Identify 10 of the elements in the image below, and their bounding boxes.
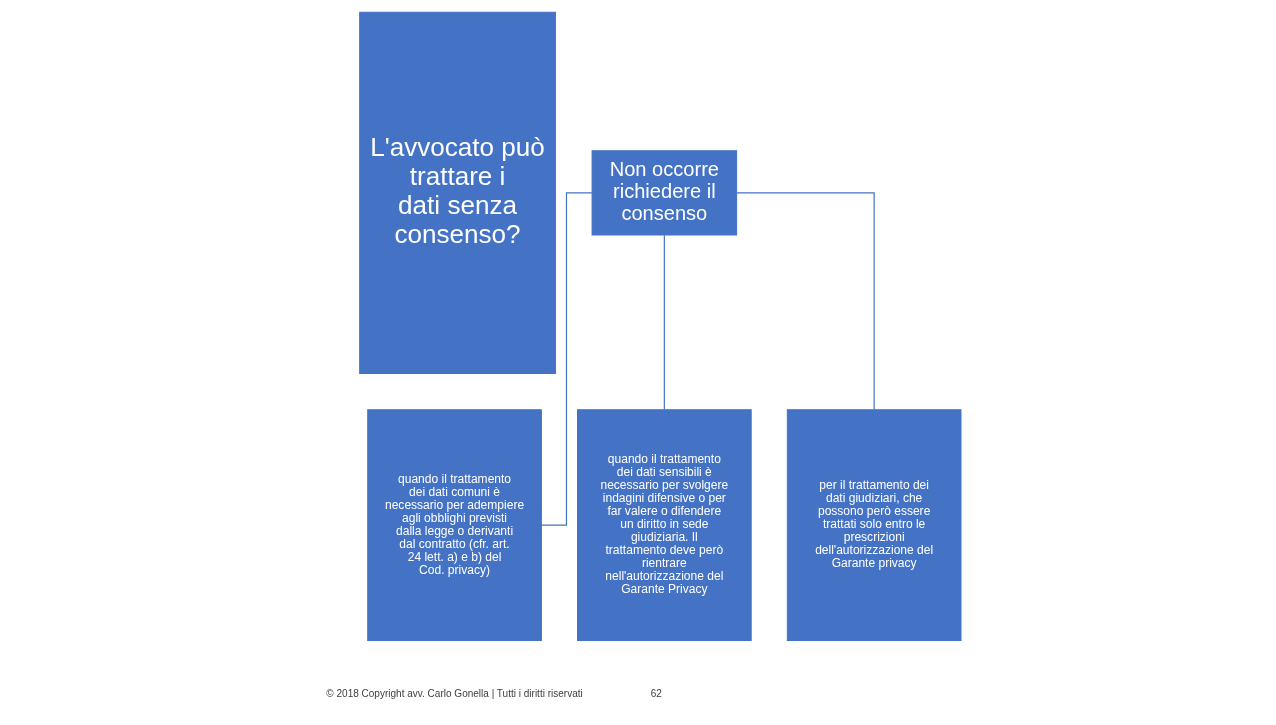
- node-box: per il trattamento dei dati giudiziari, che possono però essere trattati solo entro le prescrizioni dell'autorizzazione del Garante privacy: [786, 409, 961, 642]
- connector: [663, 234, 665, 411]
- node-box: L'avvocato può trattare i dati senza consenso?: [358, 11, 556, 375]
- label: © 2018 Copyright avv. Carlo Gonella | Tutti i diritti riservati: [325, 688, 583, 700]
- node-box: Non occorre richiedere il consenso: [591, 150, 737, 236]
- connector: [540, 192, 593, 526]
- label: 62: [650, 688, 662, 700]
- node-box: quando il trattamento dei dati comuni è necessario per adempiere agli obblighi previsti dalla legge o derivanti dal contratto (cfr. art. 24 lett. a) e b) del Cod. privacy): [366, 409, 542, 642]
- connector: [735, 192, 875, 410]
- node-box: quando il trattamento dei dati sensibili è necessario per svolgere indagini difensive o per far valere o difendere un diritto in sede giudiziaria. Il trattamento deve però rientrare nell'autorizzazione del Garante Privacy: [576, 409, 752, 642]
